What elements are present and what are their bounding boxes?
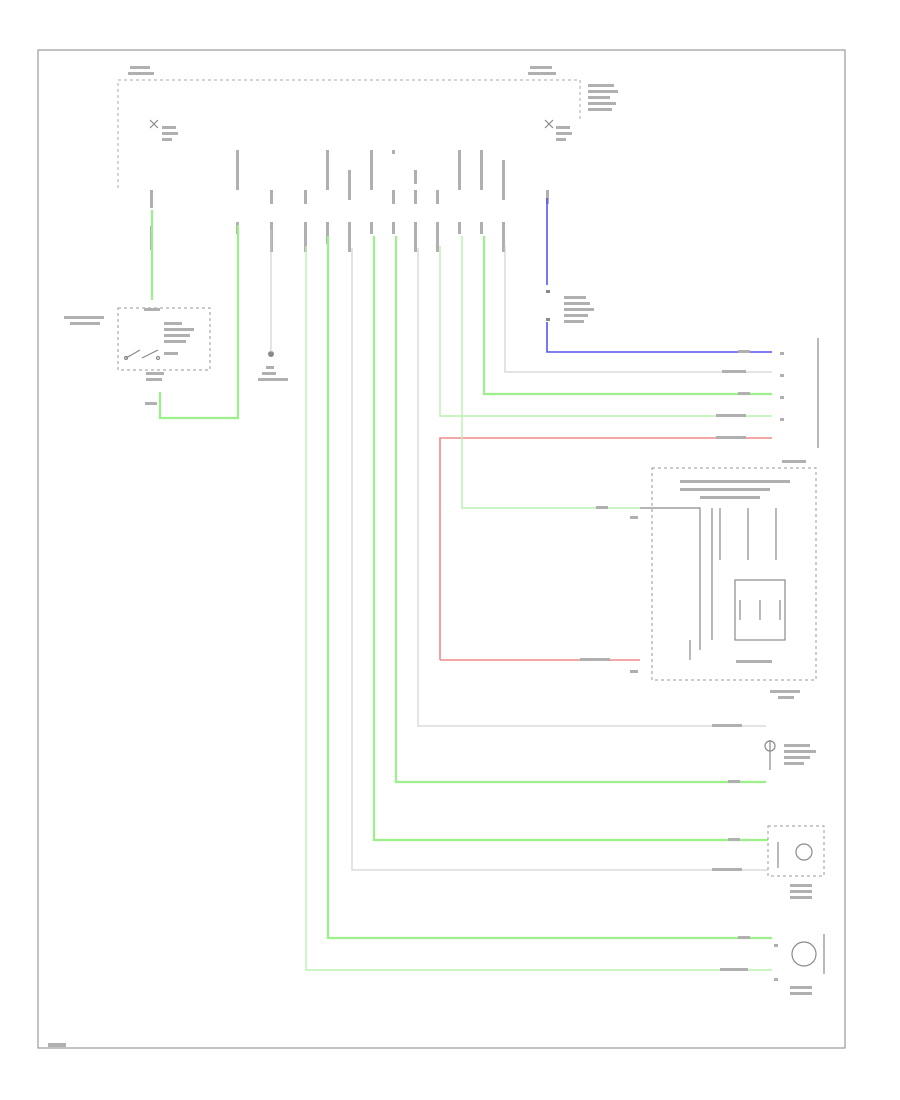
wires [150, 198, 772, 971]
connector [546, 290, 594, 323]
ground-point [258, 351, 288, 381]
connector-column-labels [150, 150, 549, 252]
parking-lamp [774, 934, 825, 995]
top-bus [117, 66, 618, 188]
fuse-left [149, 119, 178, 141]
diagram-frame [37, 49, 846, 1049]
engine-sensor [767, 825, 825, 899]
wire-labels [580, 350, 750, 971]
terminal-bracket [780, 338, 819, 463]
combination-meter [630, 467, 817, 699]
brake-fluid-switch [764, 740, 816, 770]
page-ref-mark [48, 1043, 66, 1047]
combination-switch [64, 307, 211, 405]
fuse-right [544, 119, 572, 141]
